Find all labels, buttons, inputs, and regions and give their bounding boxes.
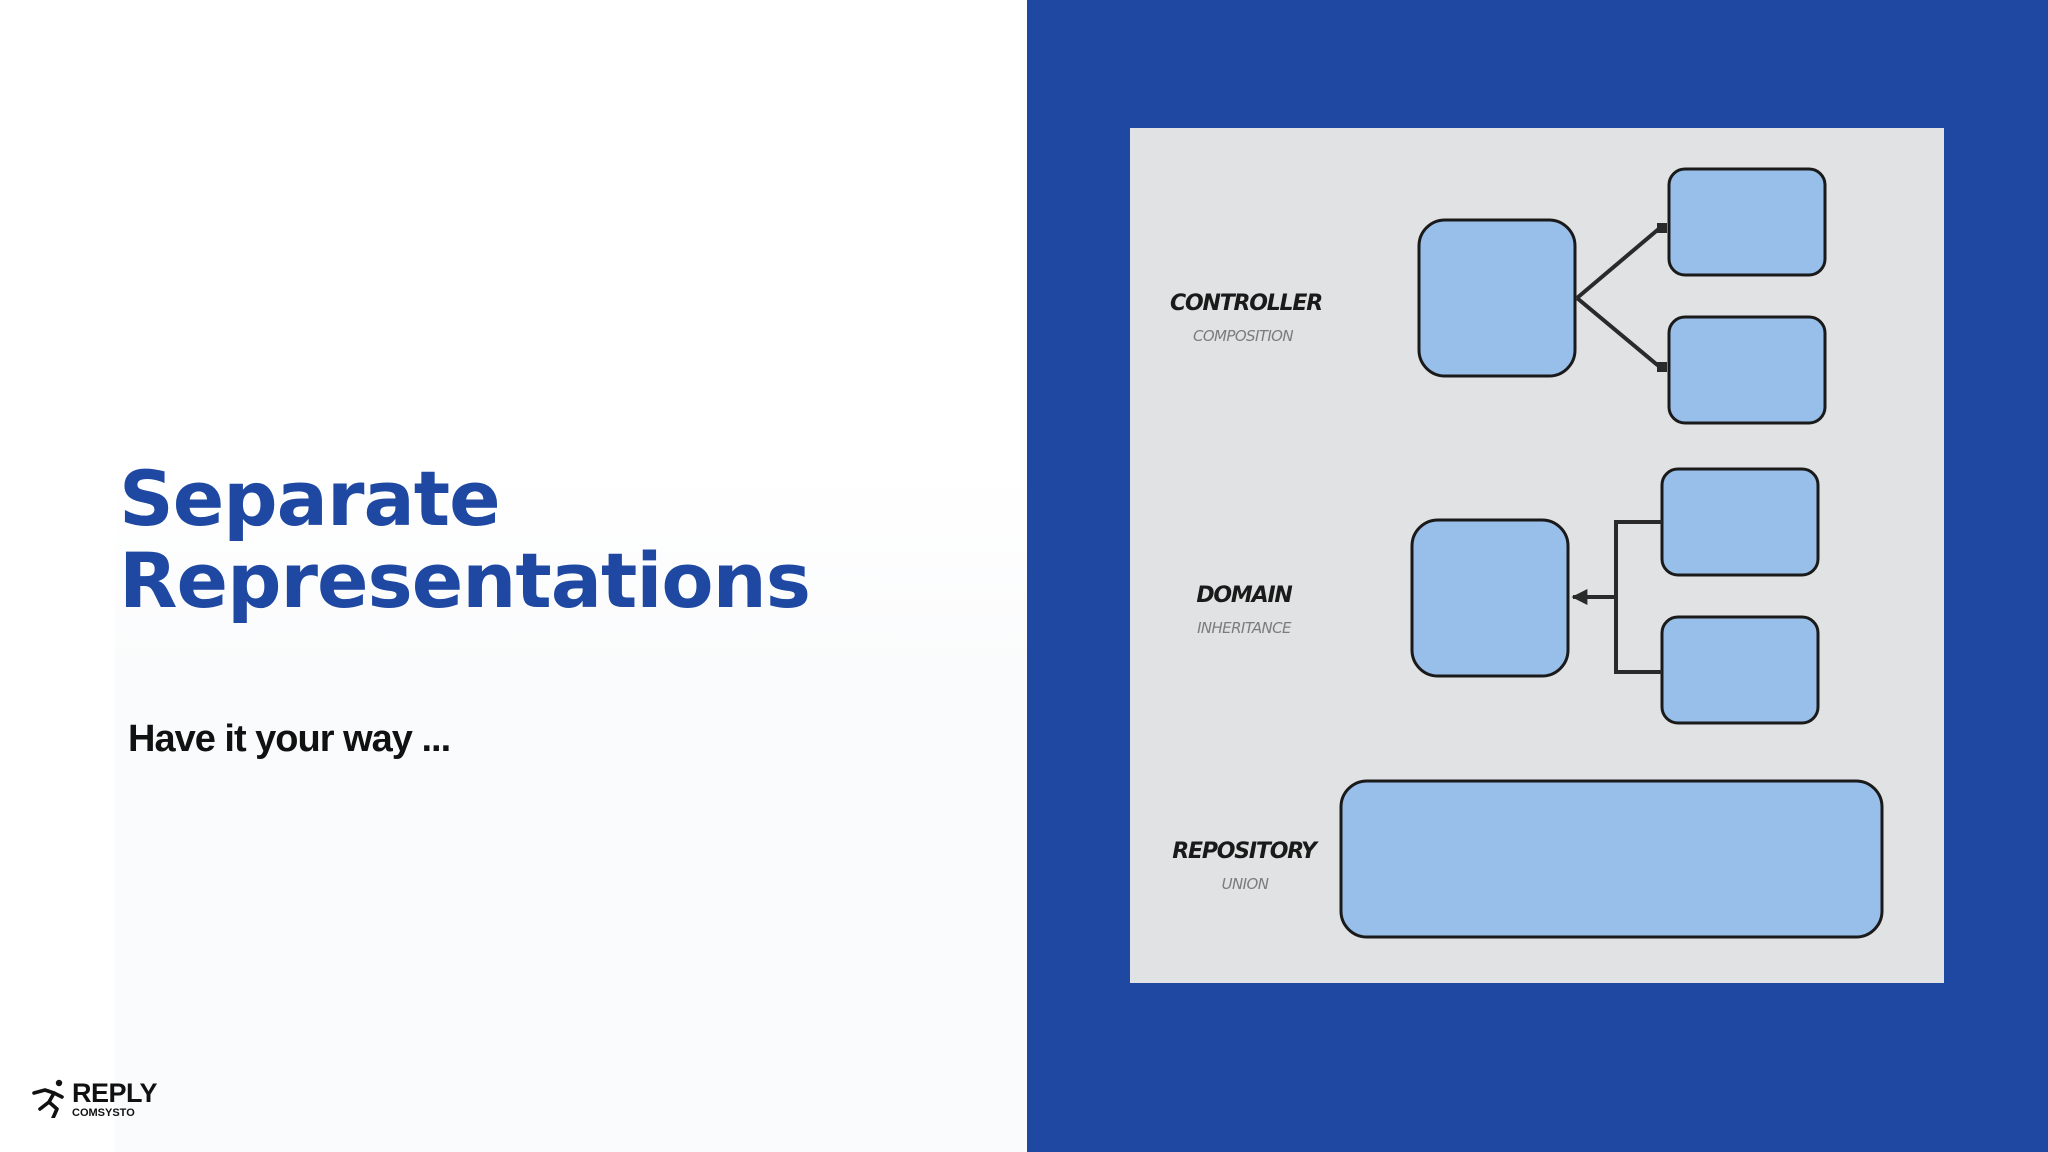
component-box xyxy=(1667,315,1827,425)
component-box xyxy=(1667,167,1827,277)
running-figure-icon xyxy=(32,1079,64,1118)
composite-box xyxy=(1417,218,1577,378)
logo-subname: COMSYSTO xyxy=(72,1107,135,1119)
slide-title-line-1: Separate xyxy=(119,454,501,543)
logo-name: REPLY xyxy=(72,1078,158,1108)
architecture-diagram-canvas: CONTROLLER COMPOSITION DOMAIN INHERITANC… xyxy=(1170,167,1884,939)
slide-subtitle: Have it your way ... xyxy=(128,718,451,760)
company-logo: REPLY COMSYSTO xyxy=(32,1078,172,1122)
composition-end-marker xyxy=(1657,362,1667,372)
layer-relation: UNION xyxy=(1222,875,1269,893)
repository-layer: REPOSITORY UNION xyxy=(1172,779,1884,939)
layer-relation: COMPOSITION xyxy=(1193,327,1293,345)
union-box xyxy=(1339,779,1884,939)
inheritance-bracket xyxy=(1614,520,1662,674)
composition-connector xyxy=(1575,296,1663,370)
composition-end-marker xyxy=(1657,223,1667,233)
left-panel: Separate Representations Have it your wa… xyxy=(32,457,1027,1152)
left-panel-shade xyxy=(115,470,1027,1152)
domain-layer: DOMAIN INHERITANCE xyxy=(1196,467,1820,725)
slide-title: Separate Representations xyxy=(119,458,1019,622)
layer-name: REPOSITORY xyxy=(1172,839,1319,864)
architecture-diagram: CONTROLLER COMPOSITION DOMAIN INHERITANC… xyxy=(1130,128,1944,983)
parent-box xyxy=(1410,518,1570,678)
layer-name: CONTROLLER xyxy=(1170,291,1322,316)
layer-relation: INHERITANCE xyxy=(1197,619,1292,637)
child-box xyxy=(1660,615,1820,725)
child-box xyxy=(1660,467,1820,577)
controller-layer: CONTROLLER COMPOSITION xyxy=(1170,167,1827,425)
composition-connector xyxy=(1575,225,1663,300)
slide-title-line-2: Representations xyxy=(119,536,811,625)
layer-name: DOMAIN xyxy=(1196,583,1292,608)
